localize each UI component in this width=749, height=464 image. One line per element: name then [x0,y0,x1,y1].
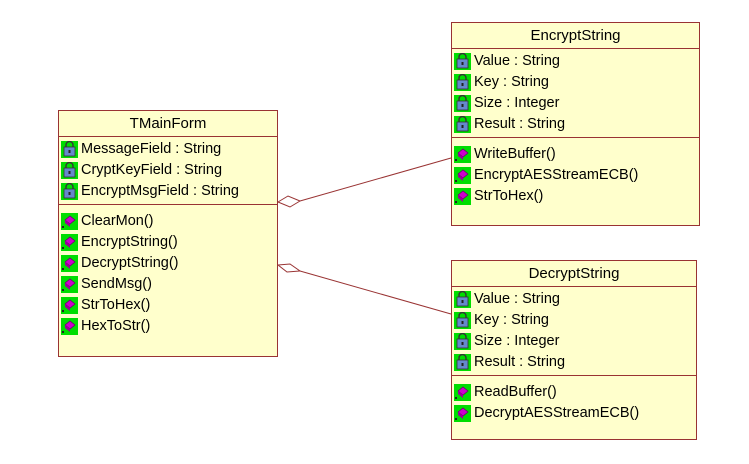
attribute-row[interactable]: CryptKeyField : String [61,160,277,181]
attribute-label: Value : String [474,291,560,307]
private-attribute-icon [61,141,81,158]
private-attribute-icon [454,333,474,350]
operation-label: EncryptAESStreamECB() [474,167,639,183]
private-attribute-icon [61,183,81,200]
operation-label: ReadBuffer() [474,384,557,400]
operation-row[interactable]: StrToHex() [61,295,277,316]
class-name: DecryptString [452,261,696,287]
aggregation-diamond [276,263,302,273]
private-attribute-icon [61,162,81,179]
attribute-label: MessageField : String [81,141,222,157]
public-operation-icon [61,276,81,293]
attribute-row[interactable]: EncryptMsgField : String [61,181,277,202]
aggregation-tmainform-decryptstring [276,263,452,315]
association-line [299,157,452,202]
attribute-row[interactable]: Key : String [454,310,696,331]
private-attribute-icon [454,312,474,329]
attribute-label: Key : String [474,74,549,90]
private-attribute-icon [454,291,474,308]
association-line [299,270,452,315]
operation-row[interactable]: HexToStr() [61,316,277,337]
attribute-row[interactable]: Value : String [454,51,699,72]
operation-row[interactable]: EncryptAESStreamECB() [454,165,699,186]
public-operation-icon [61,234,81,251]
operation-label: SendMsg() [81,276,152,292]
attribute-row[interactable]: Key : String [454,72,699,93]
operation-row[interactable]: EncryptString() [61,232,277,253]
private-attribute-icon [454,95,474,112]
public-operation-icon [454,384,474,401]
operation-row[interactable]: WriteBuffer() [454,144,699,165]
private-attribute-icon [454,116,474,133]
attribute-row[interactable]: Result : String [454,352,696,373]
operation-compartment: ReadBuffer() DecryptAESStreamECB() [452,376,696,426]
operation-label: DecryptAESStreamECB() [474,405,640,421]
attribute-label: CryptKeyField : String [81,162,223,178]
operation-label: ClearMon() [81,213,154,229]
attribute-label: Result : String [474,354,566,370]
public-operation-icon [454,405,474,422]
public-operation-icon [61,213,81,230]
private-attribute-icon [454,53,474,70]
aggregation-tmainform-encryptstring [276,157,452,208]
operation-label: StrToHex() [81,297,151,313]
attribute-row[interactable]: Size : Integer [454,93,699,114]
public-operation-icon [454,188,474,205]
attribute-label: Size : Integer [474,333,560,349]
attribute-row[interactable]: Value : String [454,289,696,310]
operation-row[interactable]: ClearMon() [61,211,277,232]
operation-row[interactable]: DecryptAESStreamECB() [454,403,696,424]
attribute-label: EncryptMsgField : String [81,183,239,199]
operation-label: WriteBuffer() [474,146,556,162]
attribute-label: Result : String [474,116,566,132]
operation-row[interactable]: SendMsg() [61,274,277,295]
class-name: EncryptString [452,23,699,49]
operation-compartment: ClearMon() EncryptString() DecryptString()… [59,205,277,339]
public-operation-icon [454,167,474,184]
private-attribute-icon [454,354,474,371]
operation-label: StrToHex() [474,188,544,204]
operation-row[interactable]: DecryptString() [61,253,277,274]
private-attribute-icon [454,74,474,91]
class-name: TMainForm [59,111,277,137]
public-operation-icon [454,146,474,163]
attribute-label: Value : String [474,53,560,69]
attribute-label: Key : String [474,312,549,328]
operation-label: HexToStr() [81,318,151,334]
attribute-row[interactable]: Result : String [454,114,699,135]
operation-row[interactable]: StrToHex() [454,186,699,207]
public-operation-icon [61,255,81,272]
operation-label: EncryptString() [81,234,178,250]
operation-row[interactable]: ReadBuffer() [454,382,696,403]
operation-label: DecryptString() [81,255,179,271]
attribute-label: Size : Integer [474,95,560,111]
public-operation-icon [61,318,81,335]
public-operation-icon [61,297,81,314]
attribute-row[interactable]: Size : Integer [454,331,696,352]
aggregation-diamond [276,195,302,208]
attribute-row[interactable]: MessageField : String [61,139,277,160]
operation-compartment: WriteBuffer() EncryptAESStreamECB() StrToH… [452,138,699,209]
